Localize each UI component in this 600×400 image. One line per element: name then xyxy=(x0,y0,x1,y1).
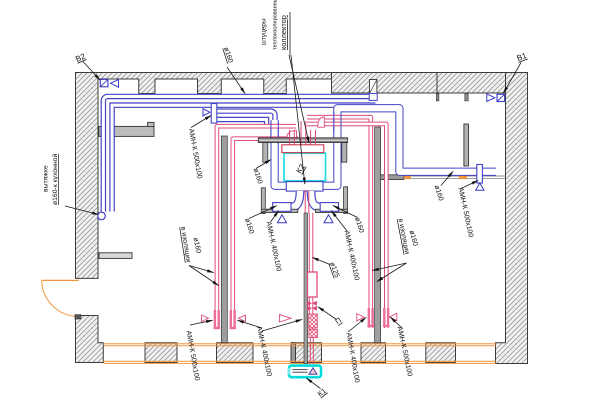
svg-text:в изоляции: в изоляции xyxy=(397,218,411,255)
svg-text:ø160: ø160 xyxy=(222,46,234,63)
svg-text:ø160: ø160 xyxy=(192,237,202,254)
svg-text:В1: В1 xyxy=(516,51,529,63)
svg-text:в изоляции: в изоляции xyxy=(179,226,192,263)
svg-text:коллектор: коллектор xyxy=(279,15,288,50)
svg-text:ø160: ø160 xyxy=(433,184,445,201)
svg-text:АМН-К 400х100: АМН-К 400х100 xyxy=(255,326,272,377)
svg-text:АМН-К 500х100: АМН-К 500х100 xyxy=(396,326,413,377)
svg-text:АМН-К 500х100: АМН-К 500х100 xyxy=(187,128,203,179)
svg-text:АМН-К 500х100: АМН-К 500х100 xyxy=(457,187,474,238)
svg-text:ø160: ø160 xyxy=(408,230,419,247)
svg-text:ø160: ø160 xyxy=(243,217,255,234)
svg-text:ø160: ø160 xyxy=(353,216,365,233)
svg-text:штуцеры: штуцеры xyxy=(261,18,268,45)
svg-text:ø160: ø160 xyxy=(252,167,264,184)
svg-text:теплоизолированный: теплоизолированный xyxy=(272,0,279,50)
svg-text:АМН-К 500х100: АМН-К 500х100 xyxy=(185,330,201,381)
svg-text:АМН-К 400х100: АМН-К 400х100 xyxy=(345,332,361,383)
svg-text:ø160-к кухонной: ø160-к кухонной xyxy=(51,154,59,205)
svg-text:ø125: ø125 xyxy=(328,261,340,278)
svg-text:П: П xyxy=(333,316,343,326)
svg-text:АМН-К 400х100: АМН-К 400х100 xyxy=(265,221,282,272)
svg-text:АМН-К 400х100: АМН-К 400х100 xyxy=(343,230,360,281)
svg-text:вытяжке: вытяжке xyxy=(43,165,50,192)
svg-text:В2: В2 xyxy=(74,52,87,64)
svg-text:К1: К1 xyxy=(316,386,328,398)
